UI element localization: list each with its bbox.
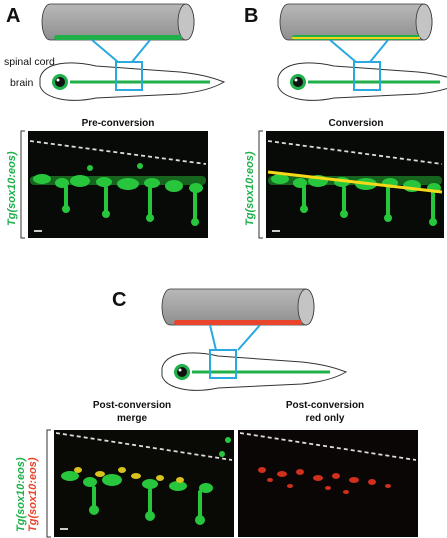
zoom-lines-b — [329, 39, 389, 63]
micrograph-a — [28, 131, 208, 238]
panel-c-caption-merge-1: Post-conversion — [93, 400, 171, 411]
panel-c-caption-red-1: Post-conversion — [286, 400, 364, 411]
panel-c-letter: C — [112, 289, 126, 311]
cell-row-red-c — [174, 320, 302, 325]
spinal-cord-tube-a — [41, 3, 195, 41]
bracket-a — [20, 130, 25, 239]
zebrafish-larva-b — [277, 61, 447, 101]
spinal-cord-tube-b — [279, 3, 433, 41]
panel-a-letter: A — [6, 5, 20, 27]
zoom-lines-c — [209, 324, 261, 351]
transgene-label-b: Tg(sox10:eos) — [244, 151, 256, 226]
panel-c: C Post-conversion merge Post-conversion … — [15, 288, 418, 538]
panel-a: A spinal cord brain Pre-conversion — [4, 3, 226, 239]
panel-c-caption-merge-2: merge — [117, 413, 147, 424]
bracket-b — [258, 130, 263, 239]
transgene-label-a: Tg(sox10:eos) — [6, 151, 18, 226]
zoom-lines-a — [91, 39, 151, 63]
bracket-c — [46, 429, 51, 538]
micrograph-c-red — [238, 430, 418, 537]
panel-b: B Conversion — [244, 3, 447, 239]
micrograph-b — [266, 131, 444, 238]
cell-row-green-a — [54, 35, 182, 40]
spinal-cord-label: spinal cord — [4, 56, 55, 68]
zoom-box-c — [209, 349, 237, 379]
laser-line-micrograph-b — [267, 170, 443, 194]
transgene-label-c-red: Tg(sox10:eos) — [27, 457, 39, 532]
spinal-cord-tube-c — [161, 288, 315, 326]
zoom-box-b — [353, 61, 381, 91]
zoom-box-a — [115, 61, 143, 91]
zebrafish-larva-a — [39, 61, 226, 101]
panel-b-caption: Conversion — [328, 118, 383, 129]
panel-b-letter: B — [244, 5, 258, 27]
panel-a-caption: Pre-conversion — [82, 118, 155, 129]
brain-label: brain — [10, 77, 34, 89]
zebrafish-larva-c — [161, 349, 348, 391]
micrograph-c-merge — [54, 430, 234, 537]
panel-c-caption-red-2: red only — [306, 413, 345, 424]
transgene-label-c-green: Tg(sox10:eos) — [15, 457, 27, 532]
